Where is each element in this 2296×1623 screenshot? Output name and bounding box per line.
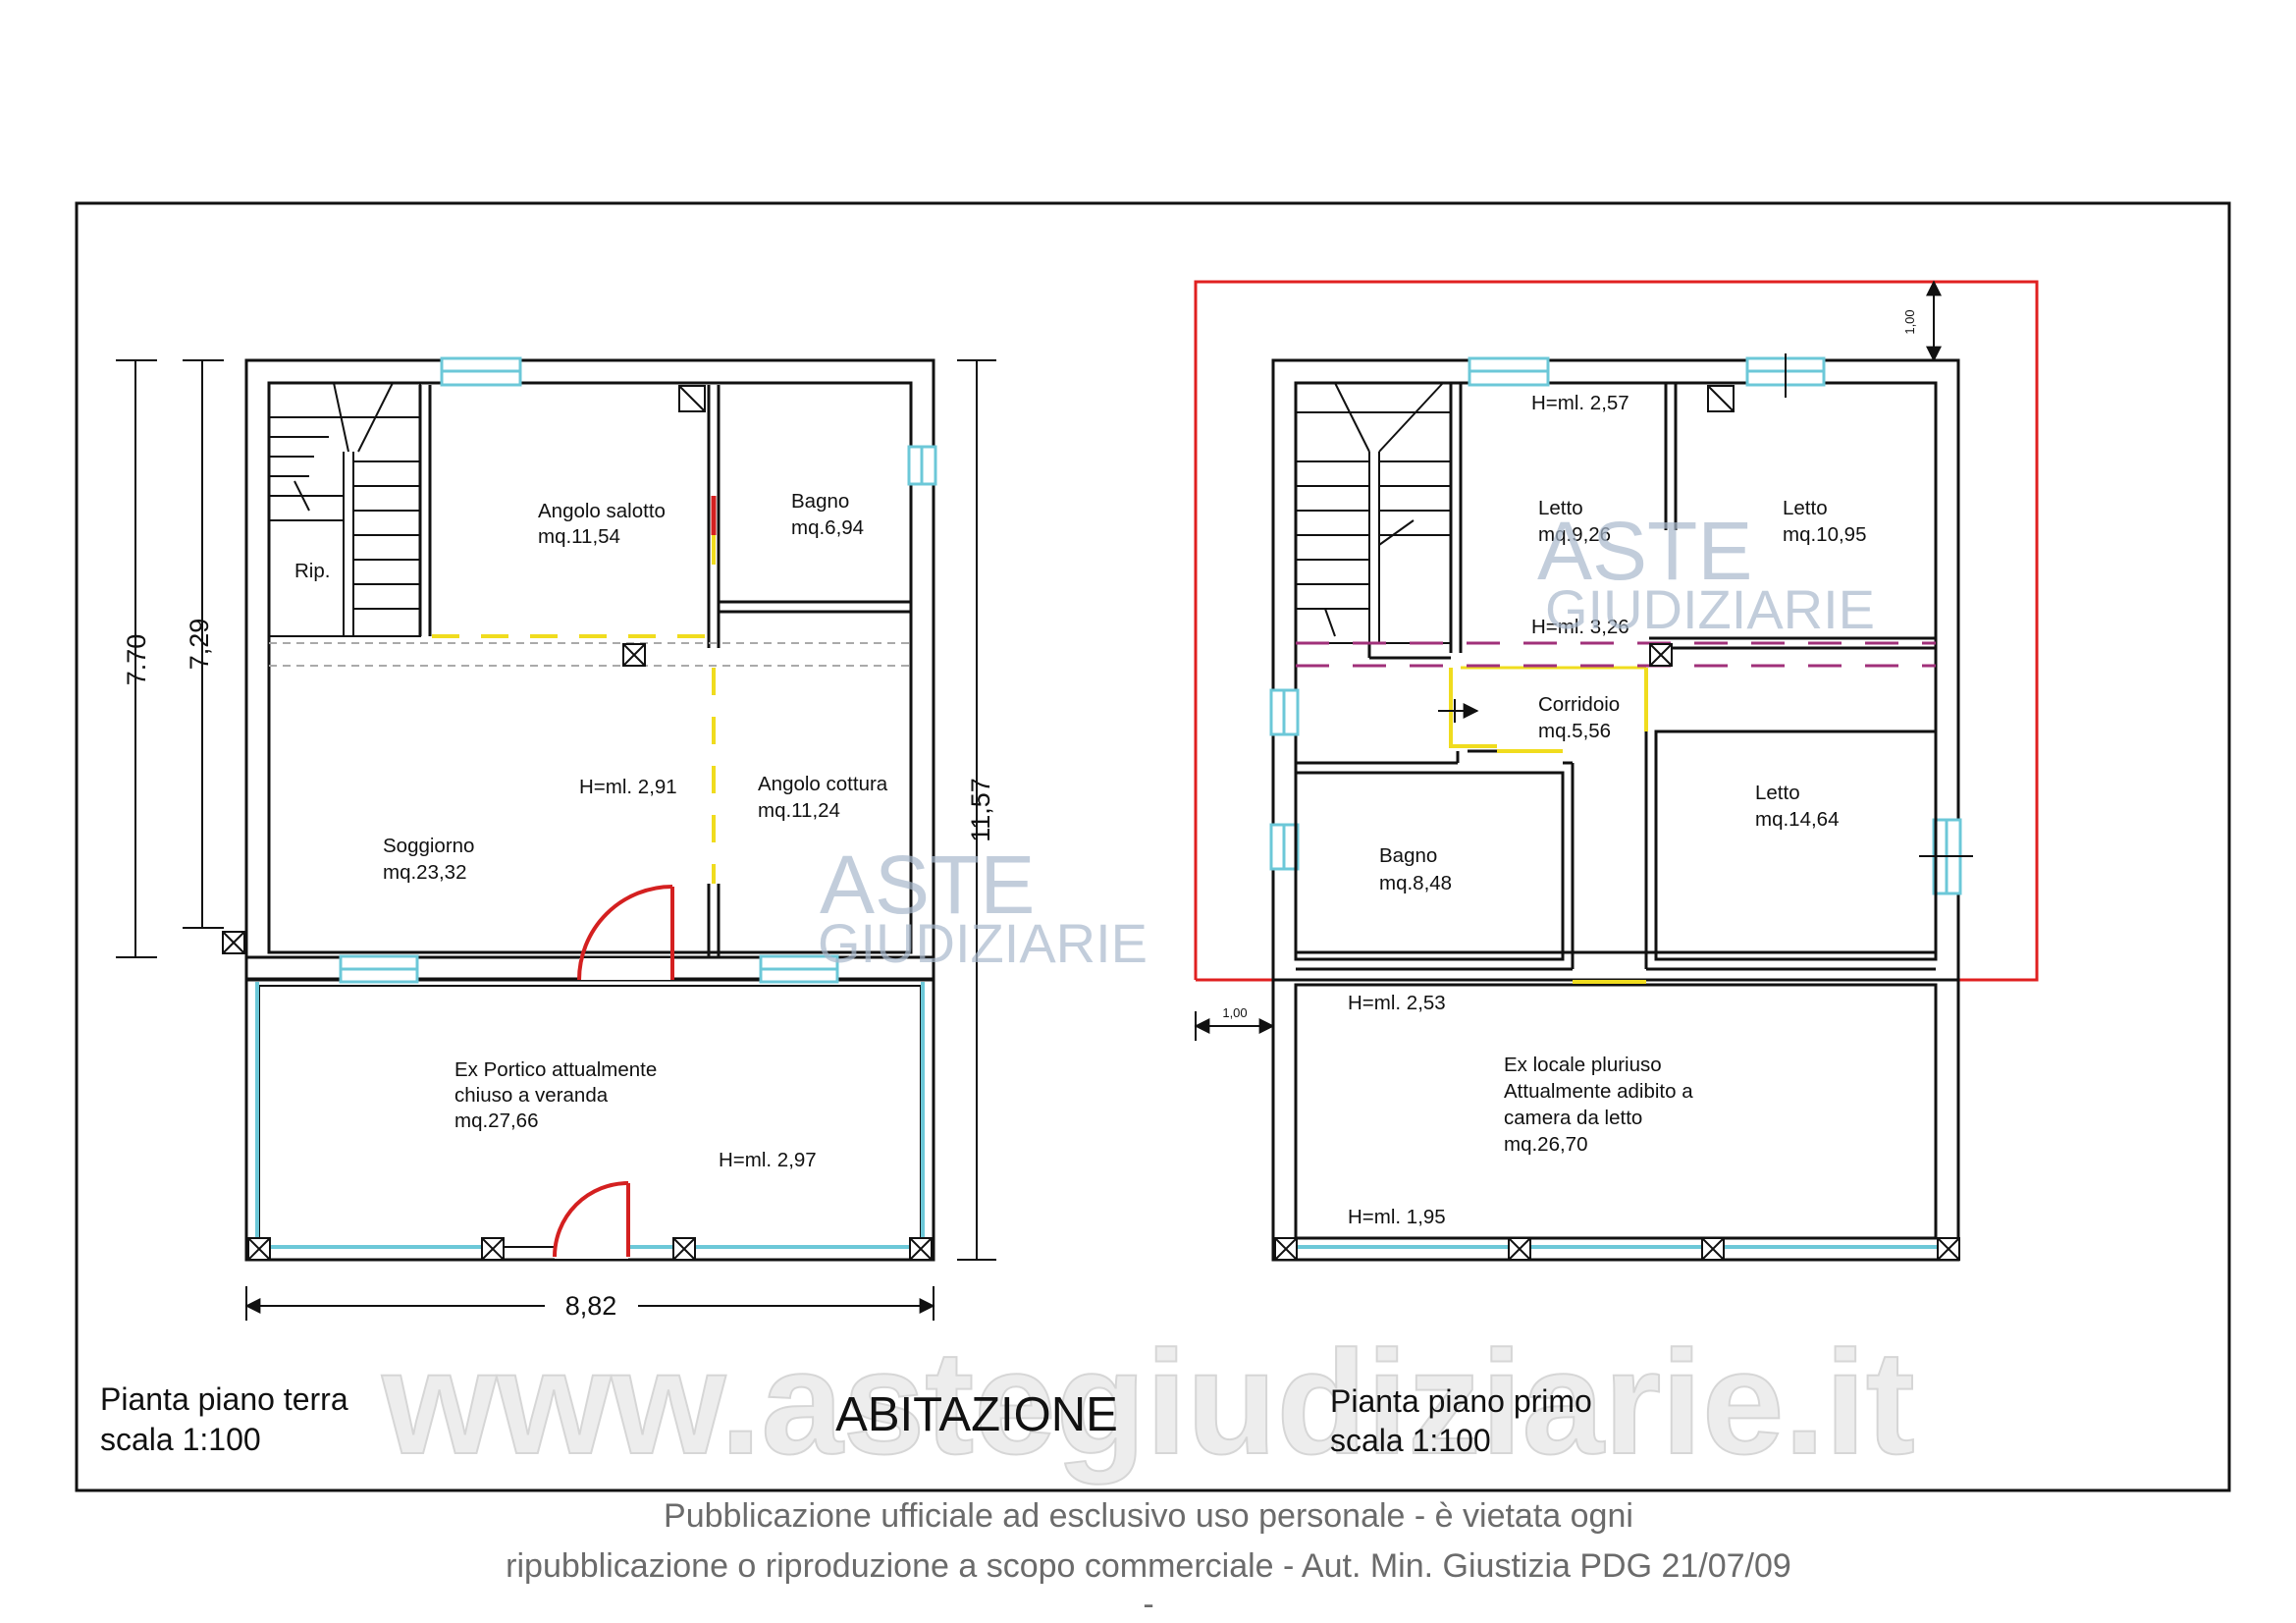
room-portico-height: H=ml. 2,97 bbox=[719, 1149, 817, 1171]
room-corridoio-name: Corridoio bbox=[1538, 693, 1620, 716]
footer-line2: ripubblicazione o riproduzione a scopo c… bbox=[506, 1547, 1791, 1585]
drawing-title: ABITAZIONE bbox=[835, 1388, 1118, 1441]
room-cottura-area: mq.11,24 bbox=[758, 799, 840, 822]
ground-floor-plan bbox=[116, 356, 996, 1322]
room-soggiorno-height: H=ml. 2,91 bbox=[579, 776, 677, 798]
svg-text:GIUDIZIARIE: GIUDIZIARIE bbox=[818, 912, 1148, 974]
room-portico-line1: Ex Portico attualmente bbox=[454, 1058, 657, 1081]
room-salotto-area: mq.11,54 bbox=[538, 525, 620, 548]
room-letto1-area: mq.9,26 bbox=[1538, 523, 1611, 546]
room-bagno-area: mq.6,94 bbox=[791, 516, 864, 539]
room-letto3-name: Letto bbox=[1755, 782, 1800, 804]
footer-line3: - bbox=[1143, 1586, 1153, 1623]
room-locale-line2: Attualmente adibito a bbox=[1504, 1080, 1693, 1103]
room-height-top: H=ml. 2,57 bbox=[1531, 392, 1629, 414]
room-letto2-name: Letto bbox=[1783, 497, 1828, 519]
roof-outline bbox=[1194, 280, 2039, 982]
ground-floor-caption: Pianta piano terra bbox=[100, 1381, 348, 1417]
watermark-url: www.astegiudiziarie.it bbox=[381, 1320, 1914, 1485]
room-soggiorno-area: mq.23,32 bbox=[383, 861, 466, 884]
dim-offset-left: 1,00 bbox=[1222, 1005, 1247, 1020]
room-bagno1-area: mq.8,48 bbox=[1379, 872, 1452, 894]
room-locale-area: mq.26,70 bbox=[1504, 1133, 1587, 1156]
room-cottura-name: Angolo cottura bbox=[758, 773, 888, 795]
dim-height-full: 11,57 bbox=[966, 778, 995, 842]
ground-floor-scale: scala 1:100 bbox=[100, 1422, 261, 1457]
dim-width: 8,82 bbox=[565, 1291, 617, 1321]
room-letto3-area: mq.14,64 bbox=[1755, 808, 1839, 831]
first-floor-scale: scala 1:100 bbox=[1330, 1423, 1491, 1458]
dim-height-inner: 7,29 bbox=[185, 619, 214, 671]
room-portico-line2: chiuso a veranda bbox=[454, 1084, 609, 1107]
entrance-door bbox=[577, 885, 673, 981]
svg-text:ASTE: ASTE bbox=[1537, 505, 1752, 597]
room-soggiorno-name: Soggiorno bbox=[383, 835, 474, 857]
room-salotto-name: Angolo salotto bbox=[538, 500, 666, 522]
room-height-mid: H=ml. 3,26 bbox=[1531, 616, 1629, 638]
room-bagno-name: Bagno bbox=[791, 490, 849, 513]
watermark-logo: ASTE GIUDIZIARIE ASTE GIUDIZIARIE bbox=[818, 505, 1875, 974]
room-locale-line3: camera da letto bbox=[1504, 1107, 1642, 1129]
room-letto1-name: Letto bbox=[1538, 497, 1583, 519]
room-corridoio-area: mq.5,56 bbox=[1538, 720, 1611, 742]
first-outer-wall bbox=[1271, 358, 1960, 1262]
room-portico-area: mq.27,66 bbox=[454, 1109, 538, 1132]
ground-inner-wall bbox=[267, 381, 913, 954]
room-locale-height-bottom: H=ml. 1,95 bbox=[1348, 1206, 1446, 1228]
portico-outer-wall bbox=[244, 978, 935, 1262]
first-floor-plan bbox=[1194, 280, 2039, 1262]
veranda-door bbox=[553, 1181, 629, 1258]
room-bagno1-name: Bagno bbox=[1379, 844, 1437, 867]
room-locale-height-top: H=ml. 2,53 bbox=[1348, 992, 1446, 1014]
first-floor-caption: Pianta piano primo bbox=[1330, 1383, 1592, 1419]
dim-offset-top: 1,00 bbox=[1902, 309, 1917, 334]
svg-text:GIUDIZIARIE: GIUDIZIARIE bbox=[1545, 578, 1875, 640]
dim-height-total: 7.70 bbox=[122, 634, 151, 686]
staircase bbox=[268, 382, 421, 637]
room-letto2-area: mq.10,95 bbox=[1783, 523, 1866, 546]
footer-line1: Pubblicazione ufficiale ad esclusivo uso… bbox=[664, 1497, 1633, 1535]
svg-text:ASTE: ASTE bbox=[820, 839, 1035, 931]
room-locale-line1: Ex locale pluriuso bbox=[1504, 1054, 1662, 1076]
room-rip: Rip. bbox=[294, 560, 330, 582]
drawing-frame bbox=[75, 201, 2231, 1492]
